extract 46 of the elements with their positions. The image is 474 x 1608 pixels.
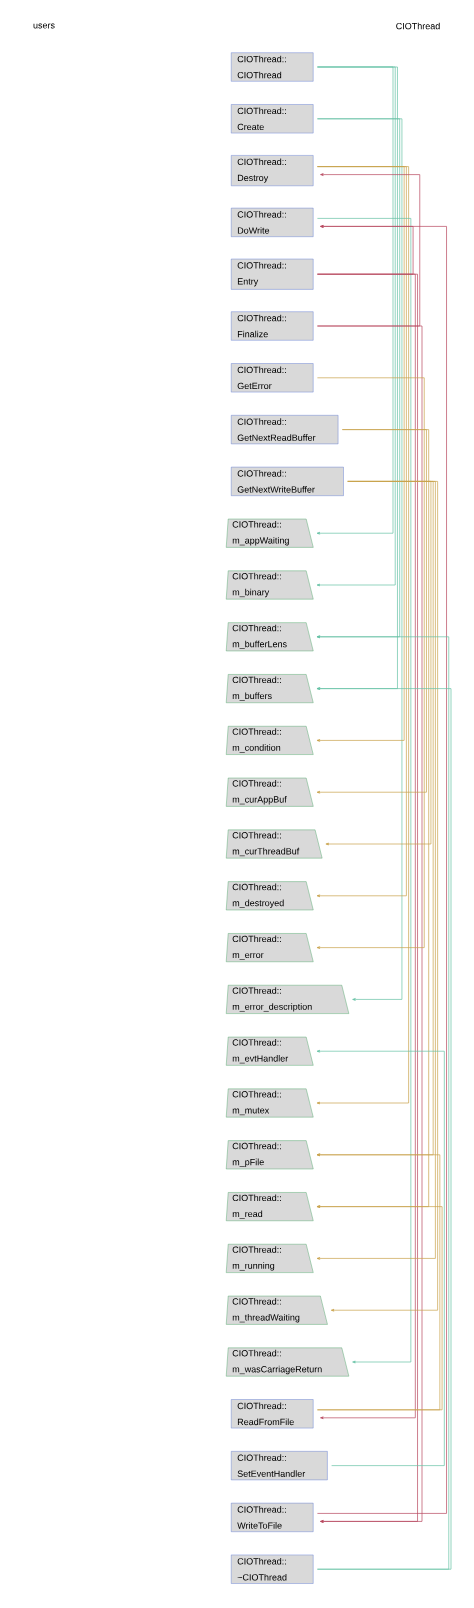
function-box: CIOThread:: ReadFromFile <box>231 1399 314 1429</box>
arrow <box>316 429 427 794</box>
heading: CIOThread <box>396 22 440 30</box>
variable-box: CIOThread:: m_read <box>226 1192 314 1221</box>
function-box: CIOThread:: GetNextWriteBuffer <box>231 466 344 496</box>
function-box: CIOThread:: Entry <box>231 258 314 290</box>
function-box: CIOThread:: ~CIOThread <box>231 1554 314 1584</box>
arrow <box>316 377 425 949</box>
function-box: CIOThread:: SetEventHandler <box>231 1451 328 1481</box>
heading: users <box>33 23 55 29</box>
arrow <box>317 173 421 327</box>
arrow <box>316 66 398 690</box>
arrow <box>316 166 405 742</box>
variable-box: CIOThread:: m_running <box>226 1244 314 1273</box>
arrow <box>316 166 409 1105</box>
arrow <box>316 1205 443 1411</box>
arrow <box>325 481 432 846</box>
variable-box: CIOThread:: m_mutex <box>226 1088 314 1118</box>
function-box: CIOThread:: Finalize <box>231 311 314 341</box>
variable-box: CIOThread:: m_curAppBuf <box>226 777 314 807</box>
arrow <box>316 1153 441 1411</box>
arrow <box>317 225 447 1514</box>
arrow <box>316 166 407 898</box>
variable-box: CIOThread:: m_evtHandler <box>226 1036 314 1066</box>
function-box: CIOThread:: Create <box>231 104 314 134</box>
variable-box: CIOThread:: m_curThreadBuf <box>226 829 323 859</box>
function-box: CIOThread:: GetNextReadBuffer <box>231 415 339 445</box>
variable-box: CIOThread:: m_pFile <box>226 1140 314 1170</box>
variable-box: CIOThread:: m_destroyed <box>226 881 314 911</box>
arrow <box>316 1049 445 1466</box>
variable-box: CIOThread:: m_bufferLens <box>226 622 314 652</box>
variable-box: CIOThread:: m_appWaiting <box>226 518 314 548</box>
variable-box: CIOThread:: m_condition <box>226 726 314 755</box>
arrow <box>317 118 403 1001</box>
variable-box: CIOThread:: m_error <box>226 933 314 962</box>
function-box: CIOThread:: Destroy <box>231 155 314 186</box>
variable-box: CIOThread:: m_buffers <box>226 674 314 703</box>
variable-box: CIOThread:: m_binary <box>226 570 314 600</box>
variable-box: CIOThread:: m_error_description <box>226 985 350 1014</box>
arrow <box>330 481 438 1312</box>
function-box: CIOThread:: CIOThread <box>231 52 314 82</box>
variable-box: CIOThread:: m_threadWaiting <box>226 1295 328 1325</box>
variable-box: CIOThread:: m_wasCarriageReturn <box>226 1347 350 1377</box>
function-box: CIOThread:: DoWrite <box>231 207 314 237</box>
function-box: CIOThread:: WriteToFile <box>231 1502 314 1532</box>
function-box: CIOThread:: GetError <box>231 363 314 393</box>
